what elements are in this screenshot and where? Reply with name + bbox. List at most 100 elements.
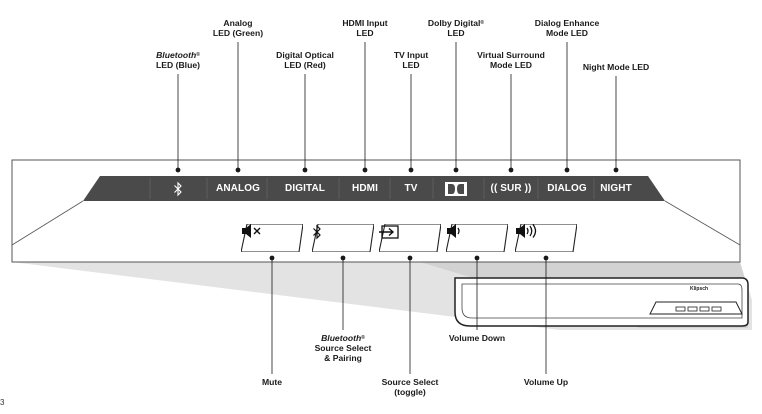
callout-source-button-line-0: Source Select — [381, 377, 439, 387]
callout-bt-button: Bluetooth®Source Select& Pairing — [315, 333, 372, 363]
callout-source-button: Source Select(toggle) — [382, 377, 439, 397]
soundbar-button-4 — [711, 306, 722, 312]
perspective-line-left — [11, 200, 84, 246]
panel-outline — [11, 159, 741, 263]
source-input-icon-wrap — [379, 224, 441, 252]
volume-down-icon — [447, 224, 460, 238]
callout-voldown-button: Volume Down — [449, 333, 505, 343]
callout-volup-button-line-0: Volume Up — [523, 377, 569, 387]
led-dot-night — [613, 167, 619, 173]
button-dot-mute — [269, 255, 275, 261]
led-dot-dialog — [564, 167, 570, 173]
callout-volup-button: Volume Up — [524, 377, 568, 387]
soundbar-button-1 — [675, 306, 686, 312]
callout-analog-line-1: LED (Green) — [212, 28, 264, 38]
perspective-line-right — [664, 200, 741, 246]
led-tv-label: TV — [404, 183, 418, 194]
callout-source-button-line-1: (toggle) — [394, 387, 426, 397]
bt-button[interactable] — [312, 224, 374, 252]
callout-bt: Bluetooth®LED (Blue) — [156, 50, 200, 70]
dolby-icon — [445, 181, 467, 196]
callout-dolby-line-1: LED — [447, 28, 465, 38]
led-night-label: NIGHT — [600, 183, 632, 194]
leader-lines — [175, 42, 619, 374]
source-button[interactable] — [379, 224, 441, 252]
callout-hdmi-line-1: LED — [356, 28, 374, 38]
led-hdmi-label: HDMI — [352, 183, 378, 194]
callout-sur-line-1: Mode LED — [489, 60, 532, 70]
source-input-icon — [379, 225, 399, 239]
led-dot-tv — [408, 167, 414, 173]
volume-up-icon — [516, 224, 537, 238]
callout-dolby-line-0: Dolby Digital® — [427, 18, 485, 28]
callout-mute-button: Mute — [262, 377, 282, 387]
callout-tv-line-1: LED — [402, 60, 420, 70]
bluetooth-icon-wrap — [312, 224, 374, 252]
callout-night: Night Mode LED — [583, 62, 649, 72]
led-digital: DIGITAL — [276, 176, 334, 201]
callout-tv-line-0: TV Input — [393, 50, 429, 60]
strip-dividers — [149, 178, 595, 199]
callout-voldown-button-line-0: Volume Down — [448, 333, 506, 343]
callout-mute-button-line-0: Mute — [261, 377, 283, 387]
soundbar-front-edge — [649, 301, 743, 315]
led-dolby — [434, 176, 478, 201]
callout-bt-button-line-0: Bluetooth® — [321, 333, 365, 343]
led-dialog-label: DIALOG — [547, 183, 587, 194]
led-hdmi: HDMI — [343, 176, 387, 201]
led-dot-sur — [508, 167, 514, 173]
led-dot-analog — [235, 167, 241, 173]
led-dot-hdmi — [362, 167, 368, 173]
volup-button[interactable] — [515, 224, 577, 252]
callout-bt-line-0: Bluetooth® — [156, 50, 200, 60]
volume-up-icon-wrap — [515, 224, 577, 252]
callout-night-line-0: Night Mode LED — [582, 62, 650, 72]
callout-dolby: Dolby Digital®LED — [428, 18, 484, 38]
led-analog-label: ANALOG — [216, 183, 260, 194]
button-dot-bt — [340, 255, 346, 261]
led-digital-label: DIGITAL — [285, 183, 325, 194]
soundbar-brand: Klipsch — [690, 286, 709, 292]
mute-button[interactable] — [241, 224, 303, 252]
button-dot-voldown — [474, 255, 480, 261]
button-dot-source — [407, 255, 413, 261]
led-sur: (( SUR )) — [482, 176, 540, 201]
soundbar-button-3 — [699, 306, 710, 312]
bluetooth-icon — [174, 181, 182, 196]
callout-analog-line-0: Analog — [223, 18, 253, 28]
mute-icon — [242, 224, 261, 238]
soundbar-button-2 — [687, 306, 698, 312]
page-number: 3 — [0, 398, 5, 407]
led-dot-digital — [302, 167, 308, 173]
callout-dialog-line-0: Dialog Enhance — [534, 18, 600, 28]
volume-down-icon-wrap — [446, 224, 508, 252]
mute-icon-wrap — [241, 224, 303, 252]
led-night: NIGHT — [594, 176, 638, 201]
led-sur-label: (( SUR )) — [490, 183, 532, 194]
led-dot-bt — [175, 167, 181, 173]
callout-hdmi-line-0: HDMI Input — [342, 18, 388, 28]
led-bt — [156, 176, 200, 201]
callout-bt-line-1: LED (Blue) — [156, 60, 200, 70]
led-dialog: DIALOG — [540, 176, 594, 201]
led-strip — [83, 176, 665, 201]
bluetooth-icon — [313, 224, 321, 240]
voldown-button[interactable] — [446, 224, 508, 252]
callout-sur-line-0: Virtual Surround — [477, 50, 545, 60]
soundbar-inner — [461, 283, 743, 319]
callout-bt-button-line-1: Source Select — [314, 343, 372, 353]
callout-bt-button-line-2: & Pairing — [324, 353, 362, 363]
callout-digital-line-0: Digital Optical — [276, 50, 334, 60]
button-dot-volup — [543, 255, 549, 261]
led-analog: ANALOG — [208, 176, 268, 201]
callout-digital-line-1: LED (Red) — [284, 60, 326, 70]
led-dot-dolby — [453, 167, 459, 173]
